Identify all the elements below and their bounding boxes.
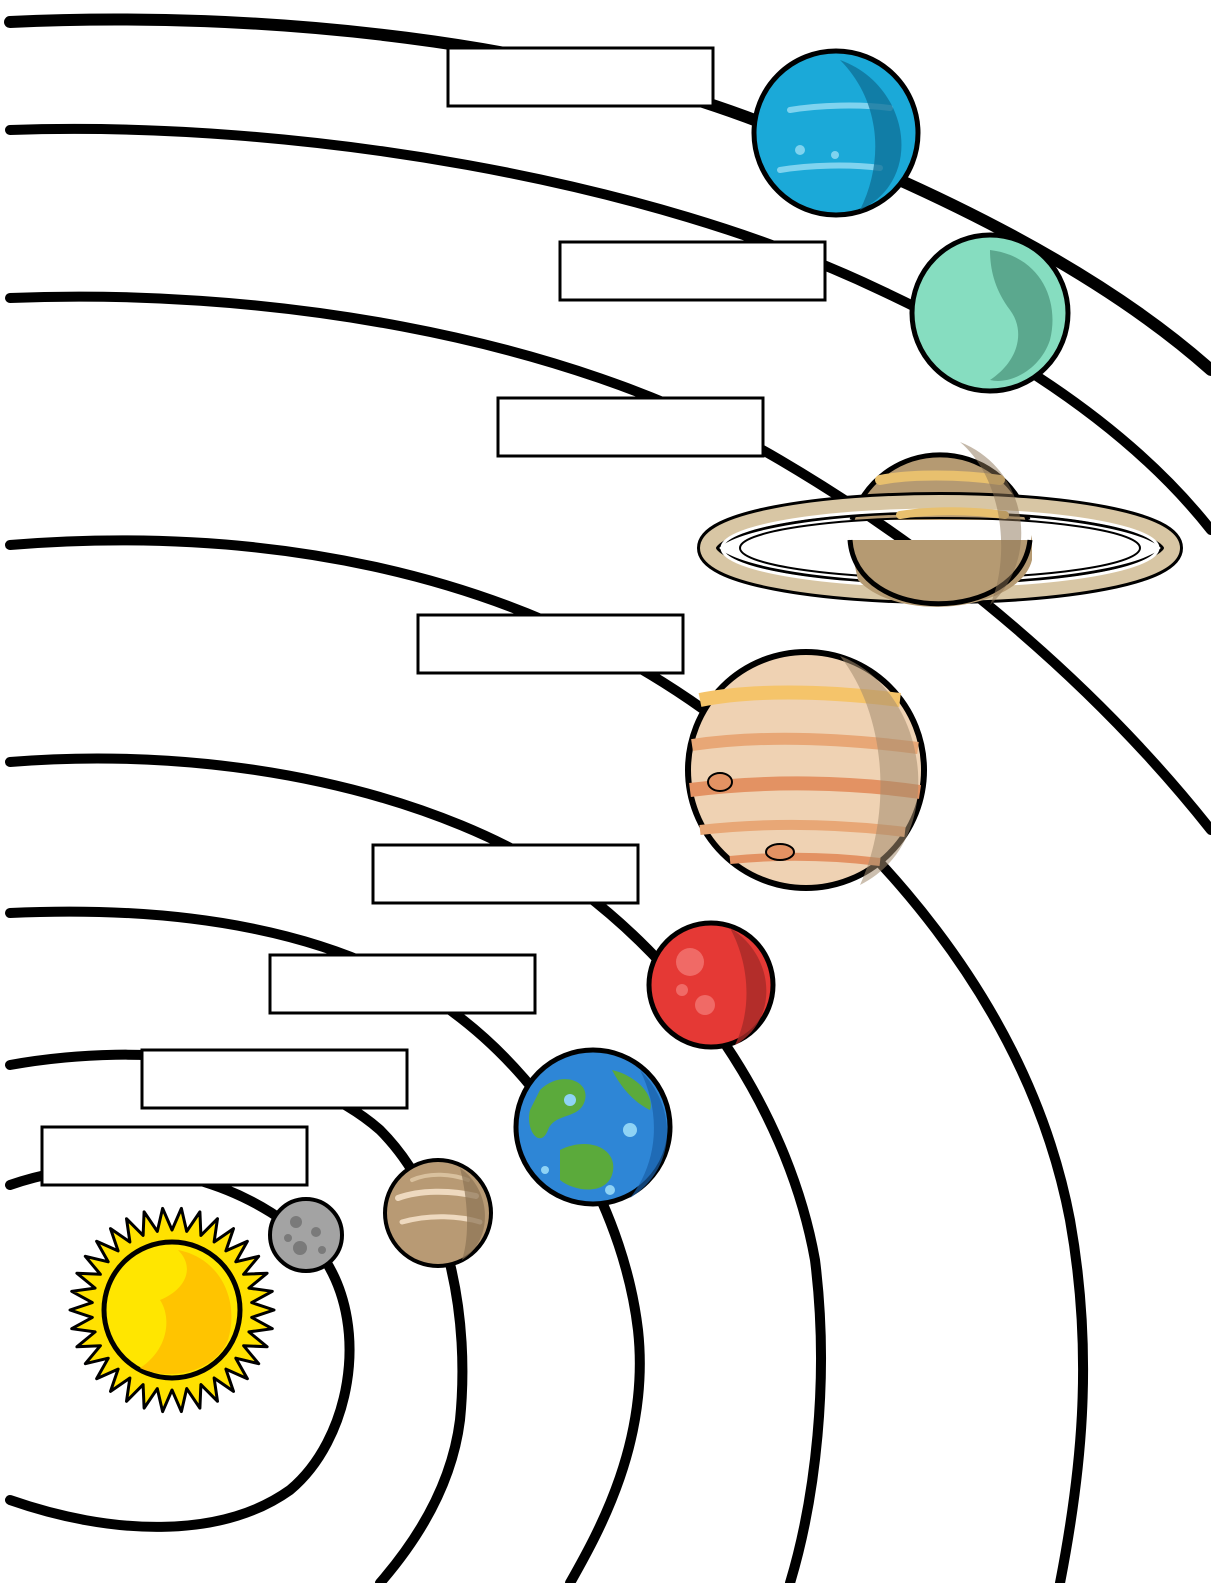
earth-icon (516, 1050, 670, 1204)
neptune-icon (754, 51, 918, 215)
venus-icon (385, 1160, 491, 1266)
label-box-jupiter[interactable] (418, 615, 683, 673)
label-box-uranus[interactable] (560, 242, 825, 300)
saturn-icon (708, 442, 1172, 607)
label-box-venus[interactable] (142, 1050, 407, 1108)
mercury-icon (270, 1199, 342, 1271)
label-box-neptune[interactable] (448, 48, 713, 106)
label-box-mercury[interactable] (42, 1127, 307, 1185)
label-box-saturn[interactable] (498, 398, 763, 456)
label-box-earth[interactable] (270, 955, 535, 1013)
jupiter-icon (688, 652, 924, 888)
uranus-icon (912, 235, 1068, 391)
mars-icon (649, 923, 773, 1047)
label-box-mars[interactable] (373, 845, 638, 903)
sun-icon (70, 1208, 274, 1411)
